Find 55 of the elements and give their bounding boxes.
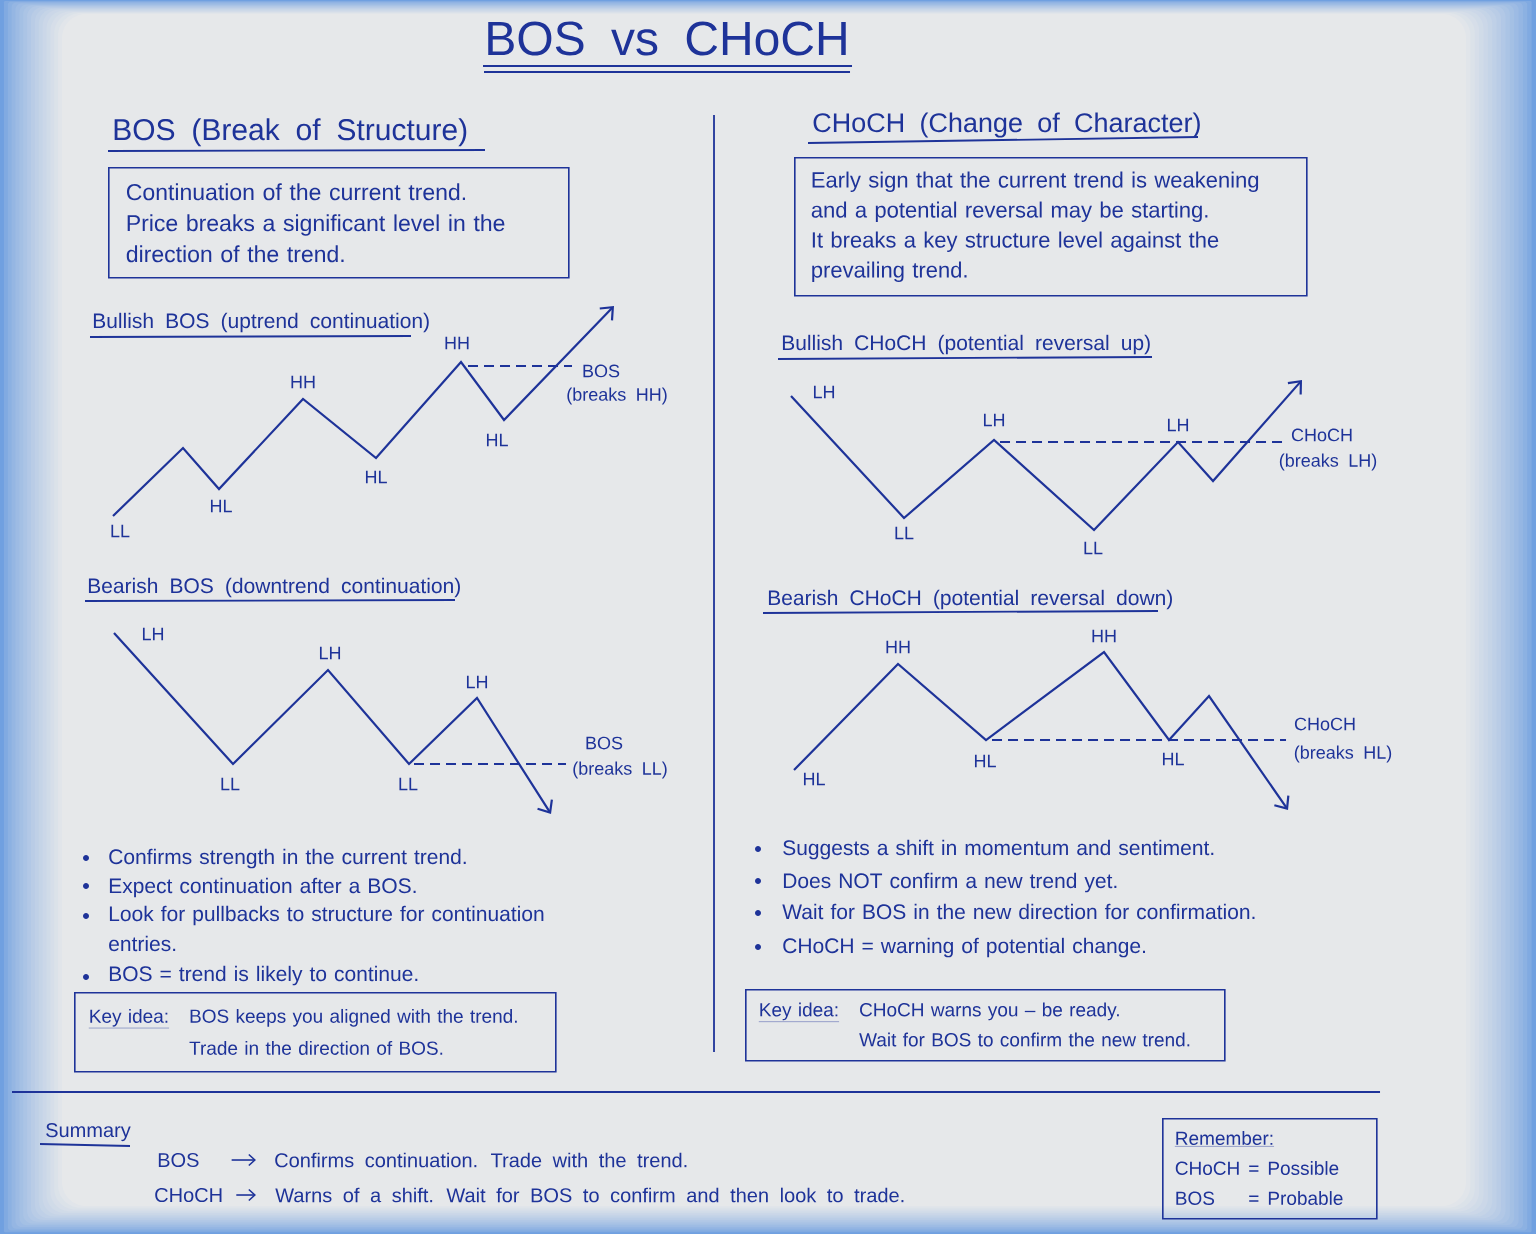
- swing-label: LL: [221, 777, 240, 791]
- bullet-text: Wait for BOS in the new direction for confirmation.: [782, 903, 1255, 920]
- swing-label: HL: [975, 754, 996, 768]
- bullet-text: Confirms strength in the current trend.: [109, 848, 466, 869]
- break-label: CHoCH: [1294, 717, 1355, 731]
- break-label: (breaks LL): [573, 761, 667, 779]
- section-heading: CHoCH (Change of Character): [807, 112, 1200, 144]
- break-label: (breaks HL): [1294, 745, 1392, 763]
- swing-label: LH: [319, 646, 341, 660]
- summary-text: Warns of a shift. Wait for BOS to confirm and then look to trade.: [275, 1187, 904, 1203]
- bullet-text: Look for pullbacks to structure for continuation entries.: [109, 905, 544, 952]
- term-text: CHoCH: [155, 1187, 222, 1203]
- term-text: BOS: [158, 1152, 199, 1168]
- swing-label: LH: [467, 675, 488, 689]
- swing-label: HH: [291, 375, 315, 389]
- page-title: BOS vs CHoCH: [482, 21, 853, 73]
- break-label: (breaks HH): [567, 387, 667, 405]
- reminder-box: Remember: CHoCH = Possible BOS = Probable: [1162, 1118, 1378, 1220]
- swing-label: LL: [895, 526, 914, 540]
- bullet-text: Does NOT confirm a new trend yet.: [783, 872, 1117, 893]
- swing-label: LL: [399, 777, 418, 791]
- swing-label: LH: [1168, 418, 1189, 432]
- break-label: CHoCH: [1291, 428, 1352, 442]
- swing-label: HH: [445, 336, 469, 350]
- summary-heading: Summary: [39, 1123, 131, 1147]
- swing-label: HL: [1163, 752, 1184, 766]
- subheading: Bearish CHoCH (potential reversal down): [762, 589, 1172, 614]
- definition-box: Continuation of the current trend. Price breaks a significant level in the direction of the trend.: [108, 167, 570, 279]
- swing-label: HL: [210, 499, 232, 513]
- swing-label: HH: [886, 640, 910, 654]
- summary-text: Confirms continuation. Trade with the trend.: [275, 1152, 687, 1168]
- arrow: [230, 1153, 256, 1167]
- swing-label: LL: [1084, 541, 1103, 555]
- bullet-text: Suggests a shift in momentum and sentiment.: [783, 839, 1214, 860]
- definition-box: Early sign that the current trend is weakening and a potential reversal may be starting. It breaks a key structure level against the prevailing trend.: [794, 157, 1308, 297]
- swing-label: LL: [111, 524, 130, 538]
- subheading: Bullish CHoCH (potential reversal up): [777, 334, 1153, 360]
- swing-label: HL: [365, 470, 387, 484]
- swing-label: HL: [804, 772, 825, 786]
- bullet-text: CHoCH = warning of potential change.: [783, 937, 1145, 958]
- bullet-text: Expect continuation after a BOS.: [109, 877, 416, 898]
- swing-label: LH: [814, 385, 835, 399]
- subheading: Bearish BOS (downtrend continuation): [84, 577, 460, 602]
- key-idea-box: Key idea: BOS keeps you aligned with the trend. Trade in the direction of BOS.: [74, 992, 557, 1073]
- swing-label: HL: [487, 433, 508, 447]
- break-label: BOS: [586, 736, 623, 750]
- swing-label: LH: [984, 413, 1005, 427]
- key-idea-box: Key idea: CHoCH warns you – be ready. Wait for BOS to confirm the new trend.: [745, 989, 1226, 1062]
- swing-label: HH: [1092, 629, 1116, 643]
- section-heading: BOS (Break of Structure): [107, 118, 486, 152]
- swing-label: LH: [142, 627, 164, 641]
- break-label: BOS: [583, 364, 620, 378]
- arrow: [235, 1188, 256, 1202]
- break-label: (breaks LH): [1279, 453, 1377, 471]
- subheading: Bullish BOS (uptrend continuation): [89, 312, 429, 338]
